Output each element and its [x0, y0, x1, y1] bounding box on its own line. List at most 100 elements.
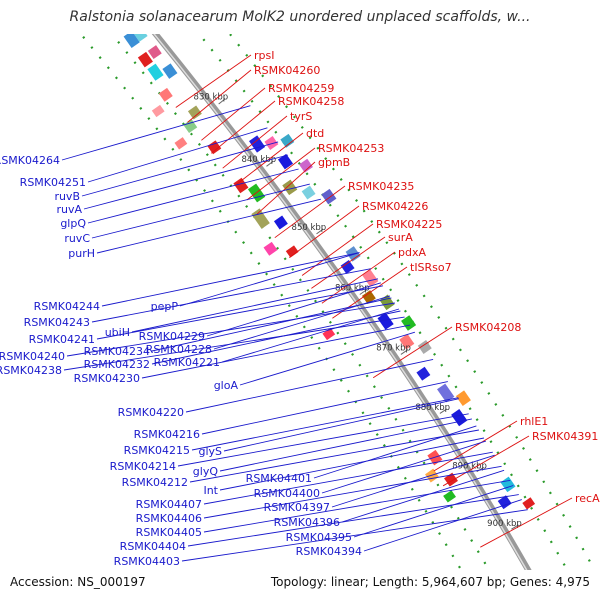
gene-label-left: RSMK04238	[0, 364, 62, 377]
topology-label: Topology: linear; Length: 5,964,607 bp; …	[270, 575, 590, 589]
leader-line	[141, 324, 411, 379]
gene-feature	[497, 495, 512, 510]
leader-line	[91, 268, 372, 323]
gene-feature	[147, 63, 164, 81]
accession-label: Accession: NS_000197	[10, 575, 146, 589]
reading-frame-dots	[82, 0, 597, 600]
leader-line	[87, 127, 268, 183]
leader-line	[185, 358, 434, 413]
leader-line	[203, 451, 493, 505]
gene-label-right: RSMK04226	[362, 200, 428, 213]
gene-feature	[183, 119, 198, 134]
label-leader-lines	[61, 54, 573, 562]
tick-label: 900 kbp	[487, 519, 522, 529]
gene-label-left: RSMK04241	[29, 333, 95, 346]
leader-line	[256, 161, 316, 215]
gene-label-right: pdxA	[398, 246, 426, 259]
gene-label-right: RSMK04259	[268, 82, 334, 95]
gene-feature	[399, 333, 415, 350]
gene-feature	[158, 87, 173, 102]
tick-label: 860 kbp	[335, 284, 370, 294]
leader-line	[201, 87, 266, 141]
leader-line	[187, 69, 252, 123]
leader-line	[239, 331, 416, 386]
gene-label-left: RSMK04251	[20, 176, 86, 189]
leader-line	[187, 494, 519, 547]
leader-line	[289, 205, 360, 258]
leader-line	[442, 435, 530, 487]
gene-feature	[361, 290, 376, 305]
gene-label-left: glyS	[198, 445, 222, 458]
gene-label-left: RSMK04407	[136, 498, 202, 511]
gene-label-left: RSMK04240	[0, 350, 65, 363]
gene-label-left: RSMK04396	[274, 516, 340, 529]
leader-line	[91, 183, 310, 239]
gene-label-left: RSMK04212	[122, 476, 188, 489]
leader-line	[223, 398, 459, 452]
gene-feature	[147, 45, 162, 60]
gene-feature	[321, 188, 337, 205]
gene-label-left: RSMK04395	[286, 531, 352, 544]
gene-feature	[451, 408, 468, 427]
leader-line	[213, 295, 391, 350]
gene-label-left: ruvA	[56, 203, 82, 216]
gene-feature	[174, 137, 188, 150]
leader-line	[179, 252, 360, 307]
tick-label: 830 kbp	[194, 93, 229, 103]
gene-feature	[280, 133, 295, 148]
leader-line	[341, 469, 505, 523]
gene-label-left: RSMK04214	[110, 460, 176, 473]
leader-line	[321, 251, 396, 304]
gene-label-left: Int	[203, 484, 218, 497]
leader-line	[206, 282, 382, 337]
gene-label-right: RSMK04235	[348, 180, 414, 193]
leader-line	[189, 429, 479, 483]
gene-feature	[151, 104, 165, 118]
gene-feature	[455, 390, 471, 406]
gene-feature	[123, 30, 140, 49]
leader-line	[96, 285, 384, 340]
leader-line	[274, 185, 346, 239]
gene-label-left: RSMK04400	[254, 487, 320, 500]
gene-label-left: RSMK04232	[84, 358, 150, 371]
gene-label-left: RSMK04243	[24, 316, 90, 329]
gene-labels: rpsIRSMK04260RSMK04259RSMK04258tyrSdtdRS…	[0, 49, 600, 568]
gene-features	[123, 24, 536, 510]
tick-mark	[511, 524, 519, 530]
gene-label-left: RSMK04234	[84, 345, 150, 358]
tick-label: 890 kbp	[452, 461, 487, 471]
leader-line	[101, 252, 360, 307]
gene-label-left: RSMK04405	[136, 526, 202, 539]
gene-feature	[187, 105, 202, 120]
gene-feature	[162, 63, 178, 79]
gene-feature	[251, 208, 270, 229]
gene-label-left: ruvB	[54, 190, 80, 203]
tick-label: 840 kbp	[241, 155, 276, 165]
gene-feature	[340, 259, 355, 274]
map-footer: Accession: NS_000197 Topology: linear; L…	[0, 570, 600, 600]
tick-mark	[359, 289, 367, 295]
gene-label-left: RSMK04215	[124, 444, 190, 457]
leader-line	[353, 485, 514, 538]
leader-line	[331, 454, 495, 508]
leader-line	[321, 440, 487, 494]
gene-feature	[264, 136, 279, 150]
gene-feature	[263, 241, 278, 256]
gene-label-left: RSMK04397	[264, 501, 330, 514]
gene-label-left: RSMK04404	[120, 540, 186, 553]
leader-line	[96, 198, 322, 254]
gene-feature	[137, 51, 153, 68]
gene-label-left: RSMK04244	[34, 300, 100, 313]
gene-label-left: RSMK04264	[0, 154, 60, 167]
gene-feature	[417, 340, 432, 354]
leader-line	[363, 499, 522, 552]
gene-label-right: rhlE1	[520, 415, 548, 428]
leader-line	[201, 381, 448, 435]
map-title: Ralstonia solanacearum MolK2 unordered u…	[0, 0, 600, 34]
gene-label-right: recA	[575, 492, 600, 505]
gene-label-left: RSMK04394	[296, 545, 362, 558]
gene-feature	[277, 153, 294, 170]
gene-feature	[379, 294, 395, 311]
gene-label-left: RSMK04220	[118, 406, 184, 419]
